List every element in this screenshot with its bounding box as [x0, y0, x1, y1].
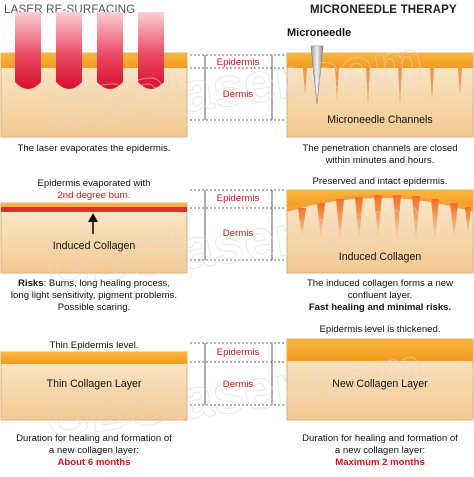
laser-burn-skin-block: [0, 202, 188, 274]
laser-duration-text: Duration for healing and formation of a …: [1, 433, 187, 469]
layer-guide-lines: [190, 54, 286, 406]
dermis-label-2: Dermis: [222, 228, 254, 239]
risks-lead: Risks: [17, 278, 44, 289]
dermis-label-3: Dermis: [222, 379, 254, 390]
microneedle-row1-caption: The penetration channels are closed with…: [287, 143, 473, 167]
new-collagen-label: New Collagen Layer: [332, 378, 428, 390]
caption-line: long light sensitivity, pigment problems…: [10, 290, 178, 301]
epidermis-label-2: Epidermis: [216, 193, 260, 204]
laser-row2-top-text: Epidermis evaporated with 2nd degree bur…: [1, 178, 187, 202]
risks-line-1: : Burns, long healing process,: [43, 278, 170, 289]
new-collagen-skin-block: [286, 338, 474, 421]
caption-line: Possible scaring.: [57, 302, 131, 313]
induced-collagen-spikes: [298, 195, 471, 242]
microneedle-row2-caption: The induced collagen forms a new conflue…: [287, 278, 473, 314]
laser-risks-text: Risks: Burns, long healing process, long…: [1, 278, 187, 314]
laser-row3-top-text: Thin Epidermis level.: [49, 340, 139, 351]
epidermis-label-3: Epidermis: [216, 347, 260, 358]
caption-line: The penetration channels are closed: [302, 143, 458, 154]
arrow-up-icon: [88, 213, 98, 234]
caption-line: The induced collagen forms a new: [306, 278, 454, 289]
laser-row1-caption: The laser evaporates the epidermis.: [17, 143, 171, 154]
epidermis-label-1: Epidermis: [216, 57, 260, 68]
dermis-label-1: Dermis: [222, 89, 254, 100]
burn-warning-text: 2nd degree burn.: [57, 190, 131, 201]
laser-duration-value: About 6 months: [57, 457, 131, 468]
caption-line: Risks: Burns, long healing process,: [1, 278, 187, 290]
induced-collagen-label-left: Induced Collagen: [52, 240, 136, 252]
caption-line: confluent layer.: [347, 290, 413, 301]
microneedle-row2-top-text: Preserved and intact epidermis.: [312, 176, 448, 187]
right-column-header: MICRONEEDLE THERAPY: [310, 4, 457, 16]
microneedle-duration-text: Duration for healing and formation of a …: [287, 433, 473, 469]
caption-line: Duration for healing and formation of: [16, 433, 172, 444]
microneedle-channels-label: Microneedle Channels: [327, 114, 433, 126]
caption-line: a new collagen layer:: [334, 445, 426, 456]
microneedle-row3-top-text: Epidermis level is thickened.: [319, 324, 441, 335]
microneedle-label: Microneedle: [287, 27, 352, 39]
caption-line: a new collagen layer:: [48, 445, 140, 456]
fast-healing-text: Fast healing and minimal risks.: [308, 302, 452, 313]
caption-line: within minutes and hours.: [325, 155, 435, 166]
intact-skin-block: [286, 189, 474, 274]
microneedle-duration-value: Maximum 2 months: [335, 457, 425, 468]
caption-line: Epidermis evaporated with: [37, 178, 151, 189]
thin-collagen-skin-block: [0, 351, 188, 421]
layer-brackets: [204, 55, 273, 405]
caption-line: Duration for healing and formation of: [302, 433, 458, 444]
induced-collagen-label-right: Induced Collagen: [338, 251, 422, 263]
microneedle-icon: [310, 45, 324, 105]
laser-beams: [15, 12, 164, 89]
thin-collagen-label: Thin Collagen Layer: [46, 378, 142, 390]
